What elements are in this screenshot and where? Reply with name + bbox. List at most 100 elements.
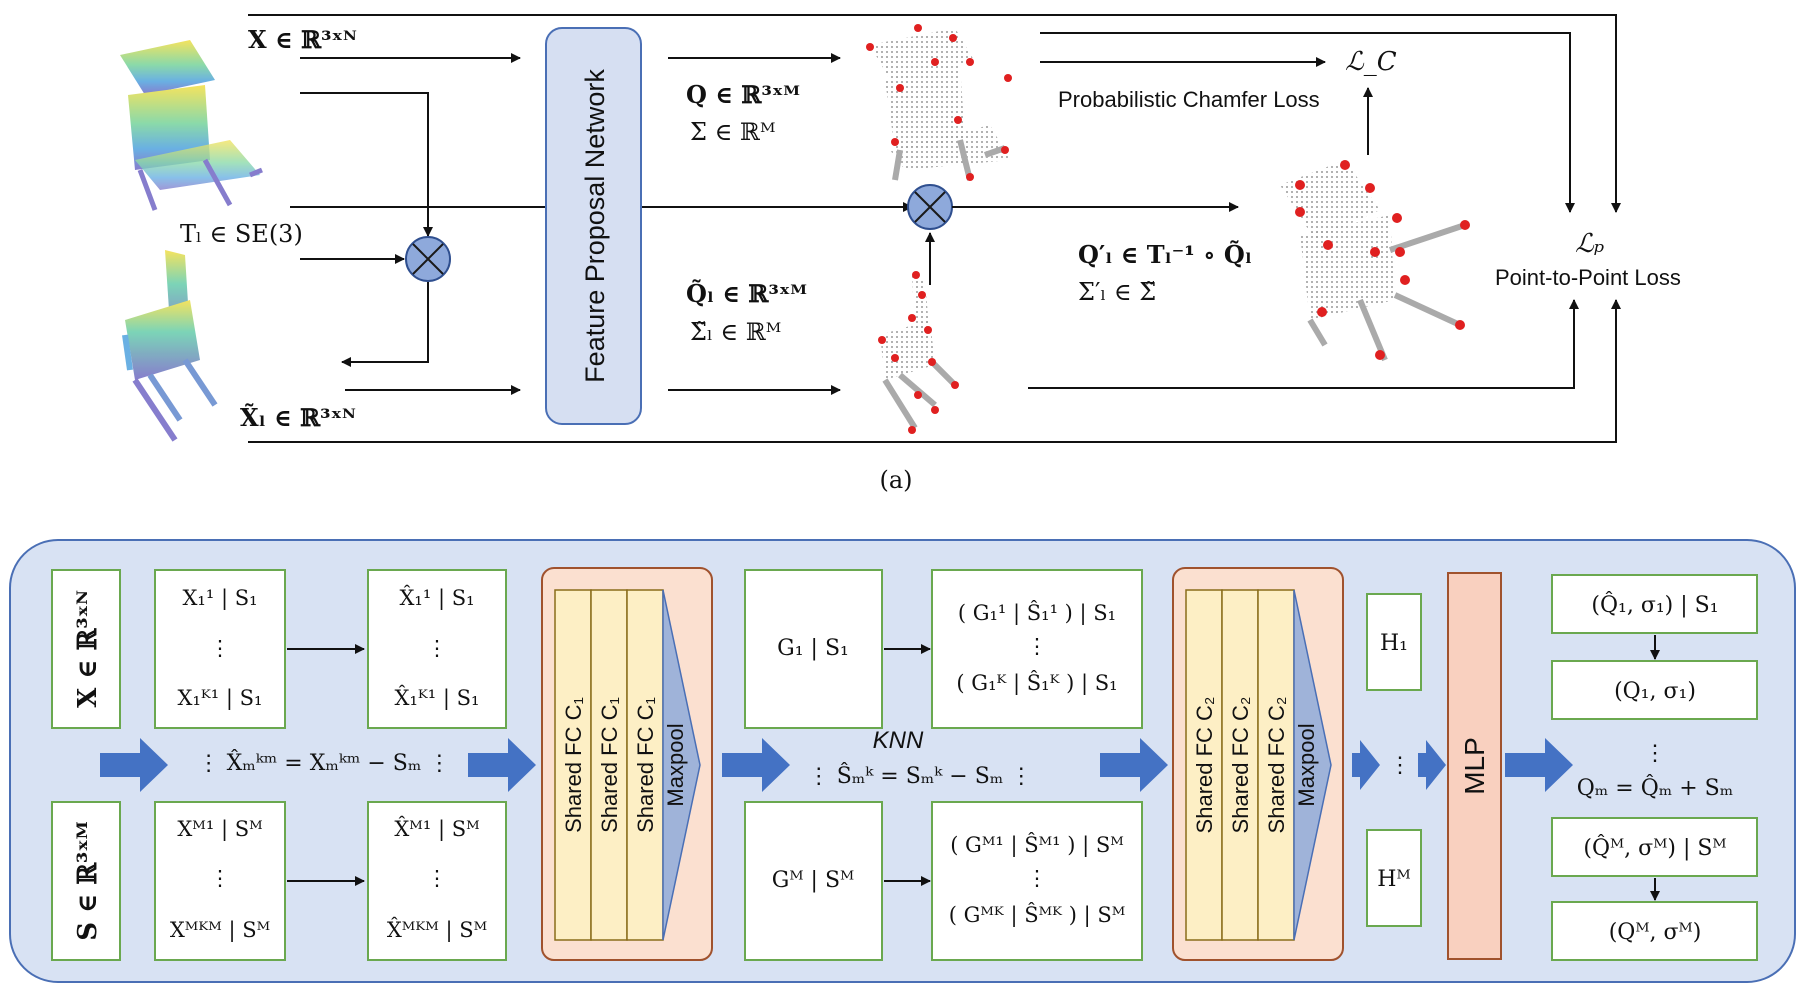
x-input-text: X ∈ ℝ³ˣᴺ [73,590,103,708]
s-input-text: S ∈ ℝ³ˣᴹ [73,821,103,941]
output-equation: Qₘ = Q̂ₘ + Sₘ [1577,775,1733,801]
sigma-label: Σ ∈ ℝᴹ [690,118,775,146]
group-box-1 [154,569,286,729]
shared-fc2-layer-1 [1185,589,1223,941]
qprime-label: Q′ₗ ∈ Tₗ⁻¹ ∘ Q̃ₗ [1078,240,1252,269]
g1-text: G₁ | S₁ [777,636,849,661]
gm-text: Gᴹ | Sᴹ [772,868,854,893]
g1-box [744,569,883,729]
x1-bot-text: X₁ᴷ¹ | S₁ [178,686,263,711]
xh1-bot-text: X̂₁ᴷ¹ | S₁ [395,686,480,711]
blue-arrow-6 [1505,738,1573,792]
xhm-top-text: X̂ᴹ¹ | Sᴹ [394,817,479,842]
maxpool-2-label: Maxpool [1294,723,1319,806]
fc1-label-2: Shared FC C₁ [597,697,622,833]
out1-bot-text: (Q₁, σ₁) [1614,679,1696,704]
xl-to-loss-wire [248,299,1621,443]
gsm-top-text: ( Gᴹ¹ | Ŝᴹ¹ ) | Sᴹ [950,832,1124,858]
normalized-box-1 [367,569,507,729]
out1-bot-box [1551,660,1758,720]
shared-fc1-layer-3 [626,589,664,941]
blue-arrow-4 [1100,738,1168,792]
x-to-otimes-wire [300,92,433,237]
s-input-box [51,801,121,961]
fpn-label: Feature Proposal Network [580,69,610,383]
feature-proposal-network-block [545,27,642,425]
mlp-block [1447,572,1502,960]
maxpool-1 [662,589,701,941]
normalize-equation: ⋮ X̂ₘᵏᵐ = Xₘᵏᵐ − Sₘ ⋮ [198,750,451,776]
blue-arrow-2 [468,738,536,792]
xh1-vdots: ⋮ [427,636,448,660]
gs1-box [931,569,1143,729]
top-pipeline: X ∈ ℝ³ˣᴺ Tₗ ∈ SE(3) X̃ₗ ∈ ℝ³ˣᴺ Feature P… [120,14,1681,494]
group-box-m [154,801,286,961]
gm-box [744,801,883,961]
outm-bot-box [1551,901,1758,961]
shared-fc2-layer-2 [1221,589,1259,941]
p2p-loss-symbol: ℒₚ [1575,229,1604,259]
keypoint-chair-transformed [1280,160,1470,362]
hm-text: Hᴹ [1377,867,1410,892]
ql-to-p2p-wire [1028,299,1579,389]
bottom-pipeline: X ∈ ℝ³ˣᴺ S ∈ ℝ³ˣᴹ X₁¹ | S₁ ⋮ X₁ᴷ¹ | S₁ X… [9,539,1796,983]
gs1-bot-text: ( G₁ᴷ | Ŝ₁ᴷ ) | S₁ [956,670,1117,696]
keypoint-chair-top [866,24,1012,181]
chamfer-loss-symbol: ℒ_C [1345,47,1397,77]
mlp-label: MLP [1459,737,1490,795]
xm-top-text: Xᴹ¹ | Sᴹ [177,817,262,842]
fc2-label-2: Shared FC C₂ [1228,697,1253,834]
blue-arrow-3 [722,738,790,792]
outm-top-text: (Q̂ᴹ, σᴹ) | Sᴹ [1583,835,1726,861]
outm-bot-text: (Qᴹ, σᴹ) [1609,920,1702,945]
h1-box [1366,593,1422,691]
gsm-vdots: ⋮ [1027,866,1048,890]
out1-top-box [1551,574,1758,634]
out1-top-text: (Q̂₁, σ₁) | S₁ [1591,592,1718,618]
compose-operator-left [405,236,451,282]
normalized-box-m [367,801,507,961]
input-chair-cloud [120,40,263,211]
x-input-box [51,569,121,729]
p2p-loss-label: Point-to-Point Loss [1495,265,1681,290]
sigmal-label: Σ̃ₗ ∈ ℝᴹ [690,318,781,346]
xhm-vdots: ⋮ [427,866,448,890]
xm-bot-text: Xᴹᴷᴹ | Sᴹ [170,918,270,943]
keypoint-chair-bottom [878,271,959,434]
maxpool-2 [1293,589,1332,941]
blue-arrow-1 [100,738,168,792]
transform-label: Tₗ ∈ SE(3) [180,220,303,248]
gs1-vdots: ⋮ [1027,634,1048,658]
xhm-bot-text: X̂ᴹᴷᴹ | Sᴹ [387,918,487,943]
q-label: Q ∈ ℝ³ˣᴹ [686,80,800,109]
gs1-top-text: ( G₁¹ | Ŝ₁¹ ) | S₁ [958,600,1116,626]
blue-arrow-5b [1418,740,1446,790]
fc1-label-3: Shared FC C₁ [633,697,658,833]
hm-box [1366,829,1422,927]
gsm-box [931,801,1143,961]
fc1-label-1: Shared FC C₁ [561,697,586,833]
otimes-to-xl-wire [341,282,429,367]
fc2-label-1: Shared FC C₂ [1192,697,1217,834]
x-input-label: X ∈ ℝ³ˣᴺ [248,25,357,54]
fc2-label-3: Shared FC C₂ [1264,697,1289,834]
transformed-chair-cloud [122,250,218,442]
chamfer-loss-label: Probabilistic Chamfer Loss [1058,87,1320,112]
x1-vdots: ⋮ [210,636,231,660]
shared-fc1-layer-1 [554,589,592,941]
knn-label: KNN [873,727,924,754]
ql-label: Q̃ₗ ∈ ℝ³ˣᴹ [686,279,807,308]
sigmaprime-label: Σ′ₗ ∈ Σ̃ [1078,278,1156,306]
xh1-top-text: X̂₁¹ | S₁ [399,586,474,611]
q-to-p2p-wire [1040,32,1575,213]
x-to-loss-wire [248,14,1621,213]
neighbor-equation: ⋮ Ŝₘᵏ = Sₘᵏ − Sₘ ⋮ [808,762,1033,789]
xm-vdots: ⋮ [210,866,231,890]
xl-input-label: X̃ₗ ∈ ℝ³ˣᴺ [240,403,356,432]
x1-top-text: X₁¹ | S₁ [182,586,257,611]
h1-text: H₁ [1380,631,1408,656]
maxpool-1-label: Maxpool [663,723,688,806]
compose-operator-right [907,184,953,230]
out-vdots: ⋮ [1644,741,1666,766]
